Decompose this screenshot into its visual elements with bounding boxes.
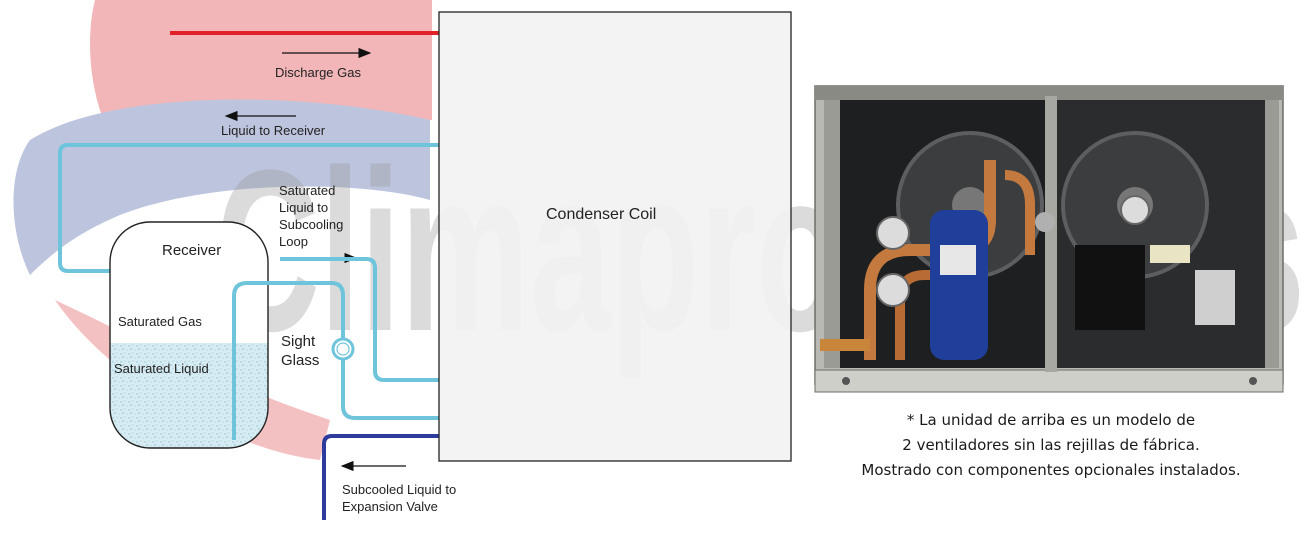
saturated-gas-label: Saturated Gas [118, 314, 202, 329]
subcooled-liquid-label-line-1: Subcooled Liquid to [342, 482, 457, 497]
liquid-to-receiver-label: Liquid to Receiver [221, 123, 326, 138]
sight-glass-icon [331, 337, 355, 361]
saturated-liquid-fill [110, 343, 268, 448]
subcooling-label-line-4: Loop [279, 234, 308, 249]
saturated-liquid-label: Saturated Liquid [114, 361, 209, 376]
sight-glass-label-line-1: Sight [281, 333, 316, 350]
subcooling-label-line-1: Saturated [279, 183, 336, 198]
subcooled-liquid-label-line-2: Expansion Valve [342, 499, 438, 514]
subcooling-label-line-3: Subcooling [279, 217, 344, 232]
sight-glass-label-line-2: Glass [281, 352, 320, 369]
subcooling-label: Saturated Liquid to Subcooling Loop [279, 182, 343, 250]
liquid-to-receiver-line [58, 143, 440, 273]
photo-caption-line-1: * La unidad de arriba es un modelo de [906, 411, 1196, 429]
receiver-vessel [109, 221, 269, 449]
liquid-receiver-tank [930, 210, 988, 360]
condensing-unit-photo [814, 85, 1284, 393]
condenser-coil [438, 11, 792, 462]
subcooled-liquid-label: Subcooled Liquid to Expansion Valve [342, 481, 456, 515]
condenser-coil-label: Condenser Coil [546, 206, 657, 223]
subcooling-loop-line [232, 281, 440, 440]
subcooling-label-line-2: Liquid to [279, 200, 329, 215]
receiver-label: Receiver [162, 242, 222, 259]
photo-caption-line-2: 2 ventiladores sin las rejillas de fábri… [902, 436, 1200, 454]
photo-caption: * La unidad de arriba es un modelo de 2 … [806, 408, 1296, 483]
discharge-gas-label: Discharge Gas [275, 65, 361, 80]
photo-caption-line-3: Mostrado con componentes opcionales inst… [861, 461, 1241, 479]
subcooled-liquid-line [322, 434, 440, 520]
sight-glass-label: Sight Glass [281, 332, 319, 370]
receiver-to-coil-line [280, 257, 440, 382]
